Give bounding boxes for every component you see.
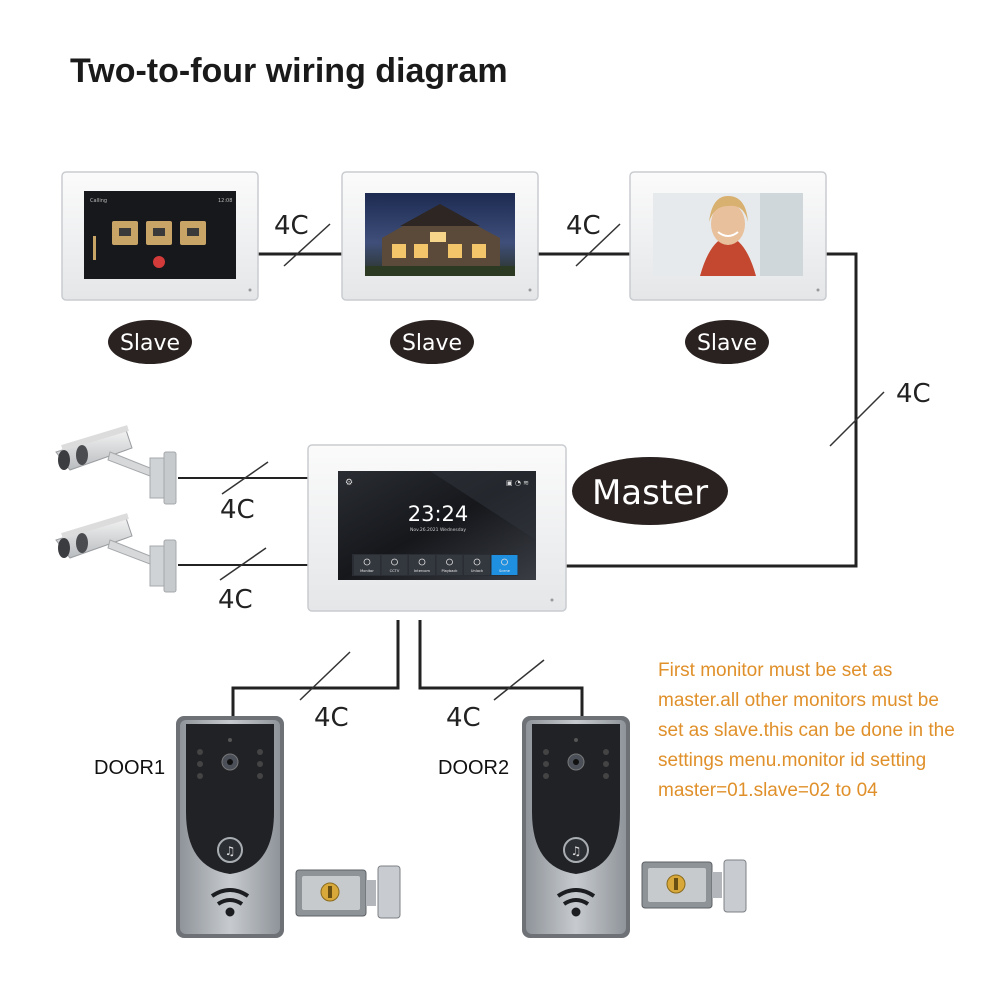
svg-text:CCTV: CCTV (390, 569, 400, 573)
note-line: master=01.slave=02 to 04 (658, 780, 878, 801)
door-station-1: ♫ (176, 716, 284, 938)
slave-monitor-1: Calling 12:08 (61, 171, 259, 301)
master-menu-item: Monitor (354, 555, 380, 575)
slave-monitor-3 (629, 171, 827, 301)
slave-label-2: Slave (390, 320, 474, 364)
note-line: set as slave.this can be done in the (658, 720, 955, 741)
bell-button-icon (217, 837, 243, 863)
master-menu-item: Intercom (409, 555, 435, 575)
electric-lock-2 (641, 859, 747, 913)
cable-mark (221, 461, 269, 495)
svg-text:Intercom: Intercom (414, 569, 431, 573)
gear-icon: ⚙ (345, 478, 353, 488)
cctv-camera-2 (55, 513, 177, 593)
bell-button-icon (563, 837, 589, 863)
master-weekday: Wednesday (440, 527, 466, 533)
svg-text:♫: ♫ (225, 844, 236, 858)
cable-label-slave3-master: 4C (896, 379, 931, 409)
cable-label-slave2-slave3: 4C (566, 211, 601, 241)
door2-label: DOOR2 (438, 757, 510, 779)
speaker-grille-icon (210, 888, 250, 917)
cable-label-door1: 4C (314, 703, 349, 733)
wire-slave3-master (566, 252, 858, 568)
master-menu-item: CCTV (381, 555, 408, 575)
master-menu-item: Unlock (464, 555, 490, 575)
status-icons: ▣ ◔ ≋ (506, 479, 529, 487)
cable-label-slave1-slave2: 4C (274, 211, 309, 241)
cable-mark (493, 659, 545, 701)
wire-master-door1 (231, 620, 400, 718)
master-label-text: Master (592, 473, 708, 513)
setup-note: First monitor must be set as master.all … (658, 656, 988, 806)
master-label: Master (572, 457, 728, 525)
master-date: Nov.26.2021 (410, 527, 439, 533)
svg-text:Unlock: Unlock (471, 569, 484, 573)
svg-text:Monitor: Monitor (360, 569, 374, 573)
cable-marks (219, 223, 885, 701)
note-line: master.all other monitors must be (658, 690, 939, 711)
cable-mark (219, 547, 267, 581)
cable-mark (299, 651, 351, 701)
speaker-grille-icon (556, 888, 596, 917)
cable-label-camera2: 4C (218, 585, 253, 615)
door1-label: DOOR1 (94, 757, 166, 779)
cable-mark (283, 223, 331, 267)
cable-label-camera1: 4C (220, 495, 255, 525)
slave-label-1: Slave (108, 320, 192, 364)
slave-label-text: Slave (402, 331, 462, 356)
wire-master-door2 (418, 620, 584, 718)
cable-mark (829, 391, 885, 447)
diagram-title: Two-to-four wiring diagram (70, 52, 508, 90)
svg-text:Playback: Playback (441, 569, 458, 573)
cable-label-door2: 4C (446, 703, 481, 733)
slave-monitor-2 (341, 171, 539, 301)
electric-lock-1 (295, 865, 401, 919)
wires (178, 252, 858, 718)
screen-header-right: 12:08 (218, 198, 232, 204)
slave-label-3: Slave (685, 320, 769, 364)
volume-slider-icon (93, 236, 96, 260)
hangup-icon (153, 256, 165, 268)
master-menu-item: Playback (436, 555, 463, 575)
note-line: First monitor must be set as (658, 660, 893, 681)
slave-label-text: Slave (697, 331, 757, 356)
cctv-camera-1 (55, 425, 177, 505)
svg-text:Scene: Scene (499, 569, 511, 573)
cable-mark (575, 223, 621, 267)
door-station-2: ♫ (522, 716, 630, 938)
slave-label-text: Slave (120, 331, 180, 356)
svg-text:♫: ♫ (571, 844, 582, 858)
master-menu-item: Scene (491, 555, 518, 575)
note-line: settings menu.monitor id setting (658, 750, 927, 771)
screen-header-left: Calling (90, 198, 107, 204)
master-clock: 23:24 (408, 502, 469, 526)
master-monitor: ⚙ ▣ ◔ ≋ 23:24 Nov.26.2021 Wednesday Moni… (307, 444, 567, 612)
